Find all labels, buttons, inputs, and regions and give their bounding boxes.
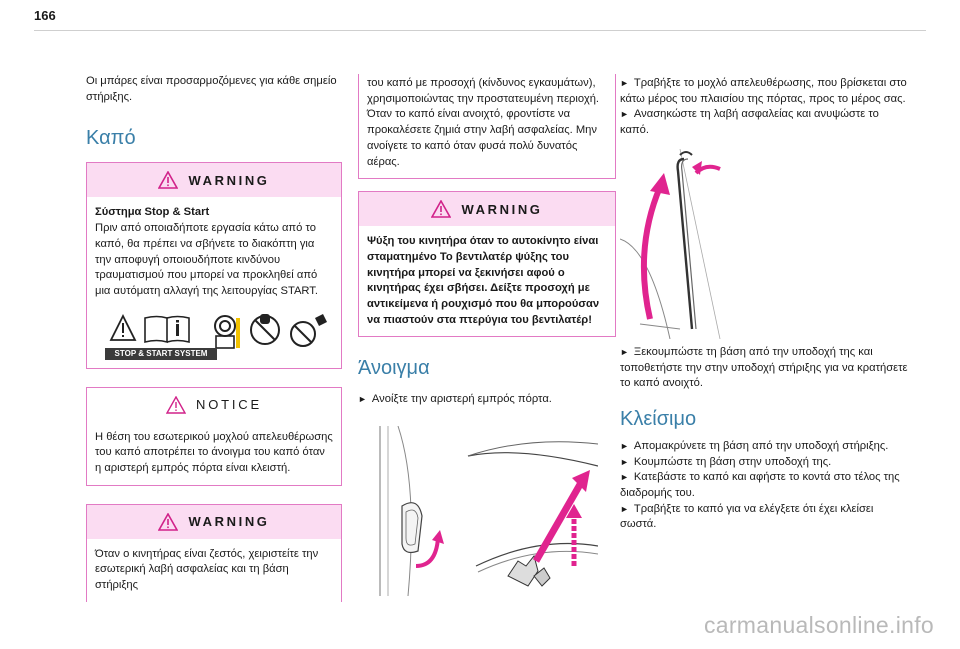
- bullet-arrow-icon: ►: [620, 346, 629, 357]
- opening-step-1: ►Τραβήξτε το μοχλό απελευθέρωσης, που βρ…: [620, 77, 907, 105]
- no-hand-icon: [250, 313, 280, 345]
- bonnet-stay-illustration: [620, 148, 721, 339]
- column-1: Οι μπάρες είναι προσαρμοζόμενες για κάθε…: [86, 74, 342, 602]
- closing-step-4: ►Τραβήξτε το καπό για να ελέγξετε ότι έχ…: [620, 502, 874, 531]
- warning-label: WARNING: [188, 514, 270, 530]
- bullet-arrow-icon: ►: [620, 503, 629, 514]
- warning-box-fan: WARNING Ψύξη του κινητήρα όταν το αυτοκί…: [358, 191, 616, 338]
- no-tie-icon: [290, 313, 327, 347]
- warning-triangle-icon: [158, 512, 179, 531]
- warning-box-stop-start: WARNING Σύστημα Stop & Start Πριν από οπ…: [86, 162, 342, 369]
- warning-triangle-icon: [431, 200, 452, 219]
- warning-header: WARNING: [87, 163, 341, 198]
- section-title-closing: Κλείσιμο: [620, 407, 697, 430]
- warning-triangle-icon: [109, 313, 137, 341]
- section-title-bonnet: Καπό: [86, 127, 136, 150]
- notice-label: NOTICE: [196, 397, 262, 413]
- manual-book-icon: [144, 315, 190, 343]
- closing-step-3: ►Κατεβάστε το καπό και αφήστε το κοντά σ…: [620, 471, 900, 500]
- bullet-arrow-icon: ►: [620, 78, 629, 88]
- bullet-arrow-icon: ►: [620, 109, 629, 120]
- notice-text: Η θέση του εσωτερικού μοχλού απελευθέρωσ…: [95, 430, 333, 475]
- opening-step: ►Ανοίξτε την αριστερή εμπρός πόρτα.: [358, 393, 552, 406]
- stop-start-icons: [109, 313, 327, 349]
- bullet-arrow-icon: ►: [620, 456, 629, 467]
- warning-box-continued: του καπό με προσοχή (κίνδυνος εγκαυμάτων…: [358, 74, 616, 180]
- notice-triangle-icon: [166, 395, 187, 414]
- closing-step-1: ►Απομακρύνετε τη βάση από την υποδοχή στ…: [620, 439, 889, 452]
- bullet-arrow-icon: ►: [620, 440, 629, 451]
- watermark: carmanualsonline.info: [703, 612, 934, 638]
- warning-text: Όταν ο κινητήρας είναι ζεστός, χειριστεί…: [95, 547, 319, 592]
- notice-box: NOTICE Η θέση του εσωτερικού μοχλού απελ…: [86, 386, 342, 486]
- warning-label: WARNING: [188, 172, 270, 188]
- warning-text: Πριν από οποιαδήποτε εργασία κάτω από το…: [95, 222, 318, 297]
- warning-box-hot-engine: WARNING Όταν ο κινητήρας είναι ζεστός, χ…: [86, 503, 342, 602]
- stop-start-system-label: STOP & START SYSTEM: [105, 347, 217, 360]
- opening-step-3: ►Ξεκουμπώστε τη βάση από την υποδοχή της…: [620, 345, 908, 390]
- notice-header: NOTICE: [87, 387, 341, 422]
- warning-heading: Σύστημα Stop & Start: [95, 206, 210, 219]
- header-rule: [34, 30, 926, 31]
- page-number: 166: [34, 8, 56, 23]
- warning-label: WARNING: [461, 201, 543, 217]
- opening-step-2: ►Ανασηκώστε τη λαβή ασφαλείας και ανυψώσ…: [620, 108, 879, 137]
- warning-header: WARNING: [359, 192, 615, 227]
- warning-text: Ψύξη του κινητήρα όταν το αυτοκίνητο είν…: [367, 235, 600, 326]
- warning-triangle-icon: [158, 171, 179, 190]
- closing-step-2: ►Κουμπώστε τη βάση στην υποδοχή της.: [620, 455, 832, 468]
- fan-belt-icon: [214, 314, 240, 349]
- bullet-arrow-icon: ►: [620, 472, 629, 483]
- stop-start-icon-strip: STOP & START SYSTEM: [105, 310, 333, 360]
- bullet-arrow-icon: ►: [358, 394, 367, 405]
- warning-header: WARNING: [87, 504, 341, 539]
- column-2: του καπό με προσοχή (κίνδυνος εγκαυμάτων…: [358, 74, 616, 597]
- column-3: ►Τραβήξτε το μοχλό απελευθέρωσης, που βρ…: [620, 76, 910, 533]
- bonnet-release-illustration: [379, 426, 598, 597]
- intro-paragraph: Οι μπάρες είναι προσαρμοζόμενες για κάθε…: [86, 75, 337, 103]
- continued-text: του καπό με προσοχή (κίνδυνος εγκαυμάτων…: [367, 77, 600, 168]
- section-title-opening: Άνοιγμα: [358, 357, 430, 380]
